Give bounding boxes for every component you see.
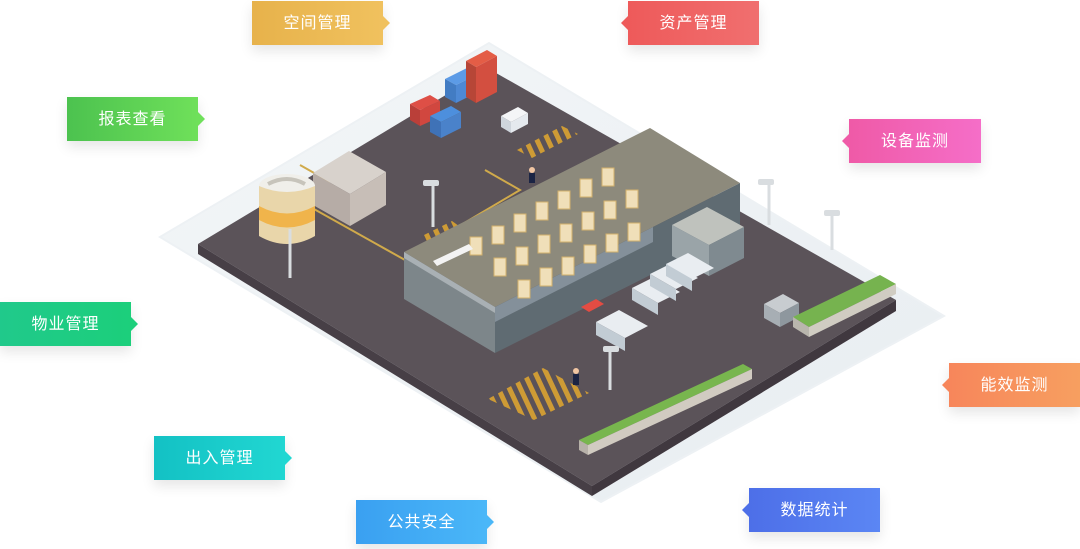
data-statistics-tag[interactable]: 数据统计	[742, 488, 880, 532]
report-view-tag[interactable]: 报表查看	[67, 97, 205, 141]
data-statistics-label: 数据统计	[780, 500, 849, 519]
public-security-label: 公共安全	[387, 512, 456, 531]
access-management-label: 出入管理	[185, 448, 254, 467]
asset-management-tag[interactable]: 资产管理	[621, 1, 759, 45]
access-management-tag[interactable]: 出入管理	[154, 436, 292, 480]
space-management-label: 空间管理	[283, 13, 352, 32]
space-management-tag[interactable]: 空间管理	[252, 1, 390, 45]
property-management-tag[interactable]: 物业管理	[0, 302, 138, 346]
report-view-label: 报表查看	[98, 109, 167, 128]
energy-monitoring-label: 能效监测	[980, 375, 1049, 394]
property-management-label: 物业管理	[31, 314, 100, 333]
device-monitoring-label: 设备监测	[880, 131, 949, 150]
energy-monitoring-tag[interactable]: 能效监测	[942, 363, 1080, 407]
asset-management-label: 资产管理	[659, 13, 728, 32]
public-security-tag[interactable]: 公共安全	[356, 500, 494, 544]
device-monitoring-tag[interactable]: 设备监测	[842, 119, 981, 163]
